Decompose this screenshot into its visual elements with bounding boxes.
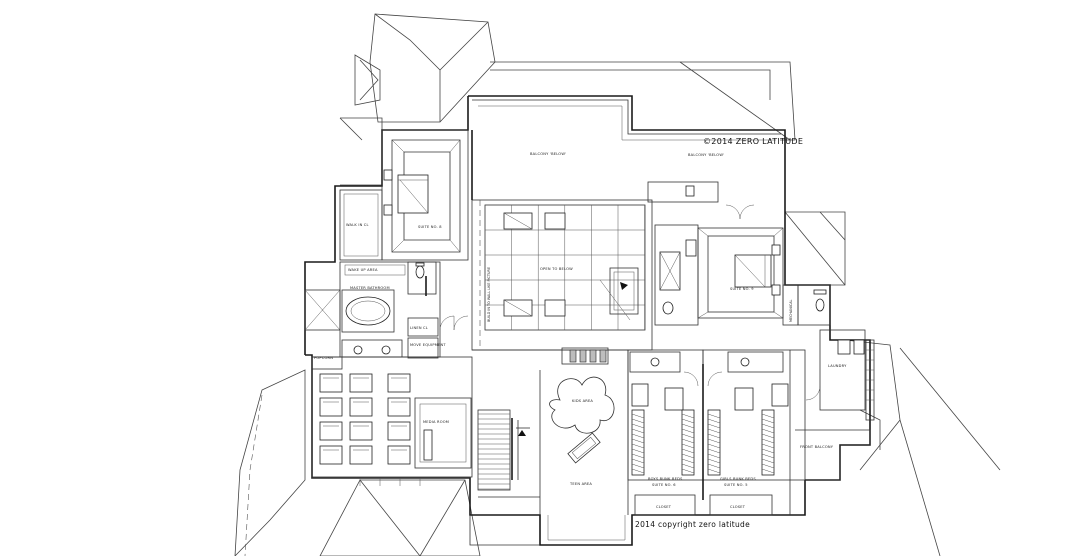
bunk-hatch — [707, 433, 721, 439]
label-wall-picture: BUILD IN TO WALL LIKE PICTURE — [487, 267, 491, 322]
label-open-below: OPEN TO BELOW — [540, 267, 573, 271]
bunk-hatch — [631, 433, 645, 439]
bunk-hatch — [631, 438, 645, 444]
bunk-hatch — [681, 428, 695, 434]
bunk-hatch — [631, 468, 645, 474]
bunk-hatch — [761, 458, 775, 464]
bunk-hatch — [761, 423, 775, 429]
label-front-balcony: FRONT BALCONY — [800, 445, 834, 449]
label-closet-right: CLOSET — [730, 505, 746, 509]
bunk-hatch — [631, 423, 645, 429]
media-seat — [319, 421, 343, 441]
label-kids-area: KIDS AREA — [572, 399, 593, 403]
bunk-hatch — [681, 453, 695, 459]
bunk-hatch — [707, 468, 721, 474]
open-to-below — [471, 130, 653, 351]
bunk-hatch — [681, 443, 695, 449]
label-boys-bunk: BOYS BUNK BEDS — [648, 477, 683, 481]
copyright-bottom: 2014 copyright zero latitude — [635, 520, 750, 529]
label-popcorn: POPCORN — [314, 356, 333, 360]
bunk-hatch — [707, 453, 721, 459]
bunk-hatch — [761, 443, 775, 449]
bunk-hatch — [707, 413, 721, 419]
label-closet-left: CLOSET — [656, 505, 672, 509]
bunk-hatch — [707, 438, 721, 444]
bunk-hatch — [681, 433, 695, 439]
media-seat — [319, 445, 343, 465]
media-seat — [387, 445, 411, 465]
suite-8-area — [339, 129, 469, 261]
master-bath-area — [304, 261, 469, 359]
label-balcony-right: BALCONY 'BELOW' — [688, 153, 724, 157]
media-room — [311, 356, 473, 486]
bunk-hatch — [707, 423, 721, 429]
bunk-hatch — [681, 423, 695, 429]
label-teen-area: TEEN AREA — [569, 482, 592, 486]
bunk-hatch — [707, 463, 721, 469]
bunk-hatch — [707, 448, 721, 454]
label-move-equipment: MOVE EQUIPMENT — [410, 343, 446, 347]
bunk-hatch — [707, 428, 721, 434]
bunk-hatch — [631, 418, 645, 424]
bunk-hatch — [681, 468, 695, 474]
label-boys-suite: SUITE NO. 6 — [652, 483, 676, 487]
media-seat — [349, 397, 373, 417]
bunk-hatch — [707, 418, 721, 424]
bunk-rooms — [627, 349, 806, 516]
bunk-hatch — [761, 463, 775, 469]
bunk-hatch — [681, 438, 695, 444]
label-girls-suite: SUITE NO. 5 — [724, 483, 748, 487]
bunk-hatch — [761, 418, 775, 424]
service-rooms — [782, 284, 875, 481]
bunk-hatch — [631, 428, 645, 434]
bunk-hatch — [681, 458, 695, 464]
media-seat — [319, 397, 343, 417]
bunk-hatch — [761, 448, 775, 454]
label-mechanical: MECHANICAL — [789, 299, 793, 322]
bunk-hatch — [761, 438, 775, 444]
suite-9-area — [647, 181, 784, 326]
media-seat — [387, 373, 411, 393]
bunk-hatch — [631, 453, 645, 459]
media-seat — [319, 373, 343, 393]
bunk-hatch — [631, 413, 645, 419]
media-seat — [349, 421, 373, 441]
media-seat — [349, 445, 373, 465]
label-linen-cl: LINEN CL — [410, 326, 428, 330]
bunk-hatch — [631, 458, 645, 464]
roof-outlines — [234, 13, 1001, 556]
media-seat — [349, 373, 373, 393]
bunk-hatch — [631, 448, 645, 454]
bunk-hatch — [681, 448, 695, 454]
bunk-hatch — [707, 458, 721, 464]
label-walk-in-cl: WALK IN CL — [346, 223, 369, 227]
bunk-hatch — [761, 453, 775, 459]
bunk-hatch — [761, 433, 775, 439]
bunk-hatch — [707, 443, 721, 449]
bunk-hatch — [761, 428, 775, 434]
bunk-hatch — [681, 463, 695, 469]
room-labels: BALCONY 'BELOW' BALCONY 'BELOW' WALK IN … — [314, 152, 847, 509]
label-media-room: MEDIA ROOM — [423, 420, 449, 424]
bunk-hatch — [631, 463, 645, 469]
label-master-bathroom: MASTER BATHROOM — [350, 286, 390, 290]
label-suite-8: SUITE NO. 8 — [418, 225, 442, 229]
label-wake-up-area: WAKE UP AREA — [348, 268, 378, 272]
media-seat — [387, 421, 411, 441]
copyright-top: ©2014 ZERO LATITUDE — [703, 137, 803, 146]
bunk-hatch — [681, 413, 695, 419]
bunk-hatch — [761, 468, 775, 474]
media-seat — [387, 397, 411, 417]
kids-teen-area — [469, 347, 629, 546]
label-girls-bunk: GIRLS BUNK BEDS — [720, 477, 756, 481]
label-laundry: LAUNDRY — [828, 364, 847, 368]
bunk-hatch — [681, 418, 695, 424]
bunk-hatch — [631, 443, 645, 449]
bunk-hatch — [761, 413, 775, 419]
label-balcony-left: BALCONY 'BELOW' — [530, 152, 566, 156]
label-suite-9: SUITE NO. 9 — [730, 287, 754, 291]
